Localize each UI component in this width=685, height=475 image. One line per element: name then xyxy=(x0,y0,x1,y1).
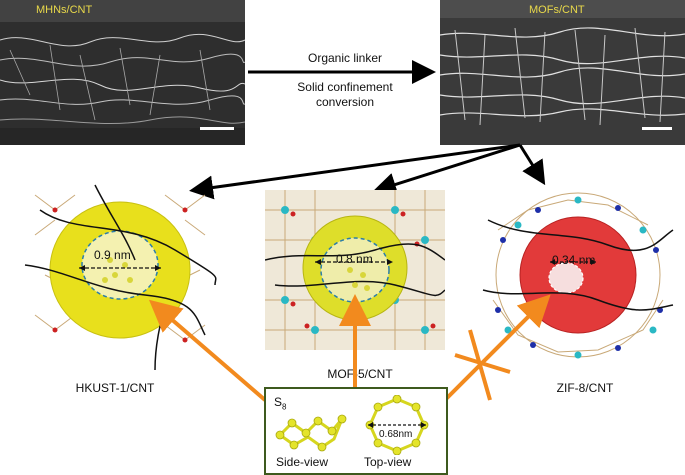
sem-texture-left xyxy=(0,0,245,145)
s8-inset-box: S8 0.68nm Side-view Top-view xyxy=(264,387,448,475)
pore-size-hkust1: 0.9 nm xyxy=(94,248,131,262)
arrow-to-hkust xyxy=(189,143,521,200)
arrow-to-mof5 xyxy=(372,143,521,197)
sem-texture-right xyxy=(440,0,685,145)
s8-side-view xyxy=(275,414,347,452)
process-label-line3: conversion xyxy=(315,95,375,109)
structure-hkust1 xyxy=(24,184,217,371)
orange-arrow-zif8 xyxy=(438,294,551,407)
orange-arrow-hkust xyxy=(148,299,267,402)
sem-label-right: MOFs/CNT xyxy=(529,4,585,16)
sem-label-left: MHNs/CNT xyxy=(36,4,93,16)
process-label-linker: Organic linker xyxy=(307,51,383,65)
s8-symbol: S xyxy=(274,395,283,409)
caption-mof5: MOF-5/CNT xyxy=(327,367,393,381)
caption-zif8: ZIF-8/CNT xyxy=(556,381,614,395)
pore-size-mof5: 0.8 nm xyxy=(336,252,373,266)
arrow-to-zif8 xyxy=(518,144,546,186)
s8-size-label: 0.68nm xyxy=(379,429,413,440)
top-view-label: Top-view xyxy=(364,455,412,469)
side-view-label: Side-view xyxy=(276,455,329,469)
scale-bar-right xyxy=(642,127,672,130)
s8-top-view xyxy=(365,395,429,455)
sem-image-mhns-cnt: MHNs/CNT xyxy=(0,0,245,145)
scale-bar-left xyxy=(200,127,234,130)
block-cross-b xyxy=(468,329,492,401)
process-label-line2: Solid confinement xyxy=(297,80,393,94)
caption-hkust1: HKUST-1/CNT xyxy=(75,381,155,395)
pore-opening-zif8 xyxy=(548,262,584,294)
s8-subscript: 8 xyxy=(282,402,287,412)
block-cross-a xyxy=(454,353,511,374)
s8-label: S8 xyxy=(274,395,286,411)
pore-size-zif8: 0.34 nm xyxy=(552,253,596,267)
sem-image-mofs-cnt: MOFs/CNT xyxy=(440,0,685,145)
